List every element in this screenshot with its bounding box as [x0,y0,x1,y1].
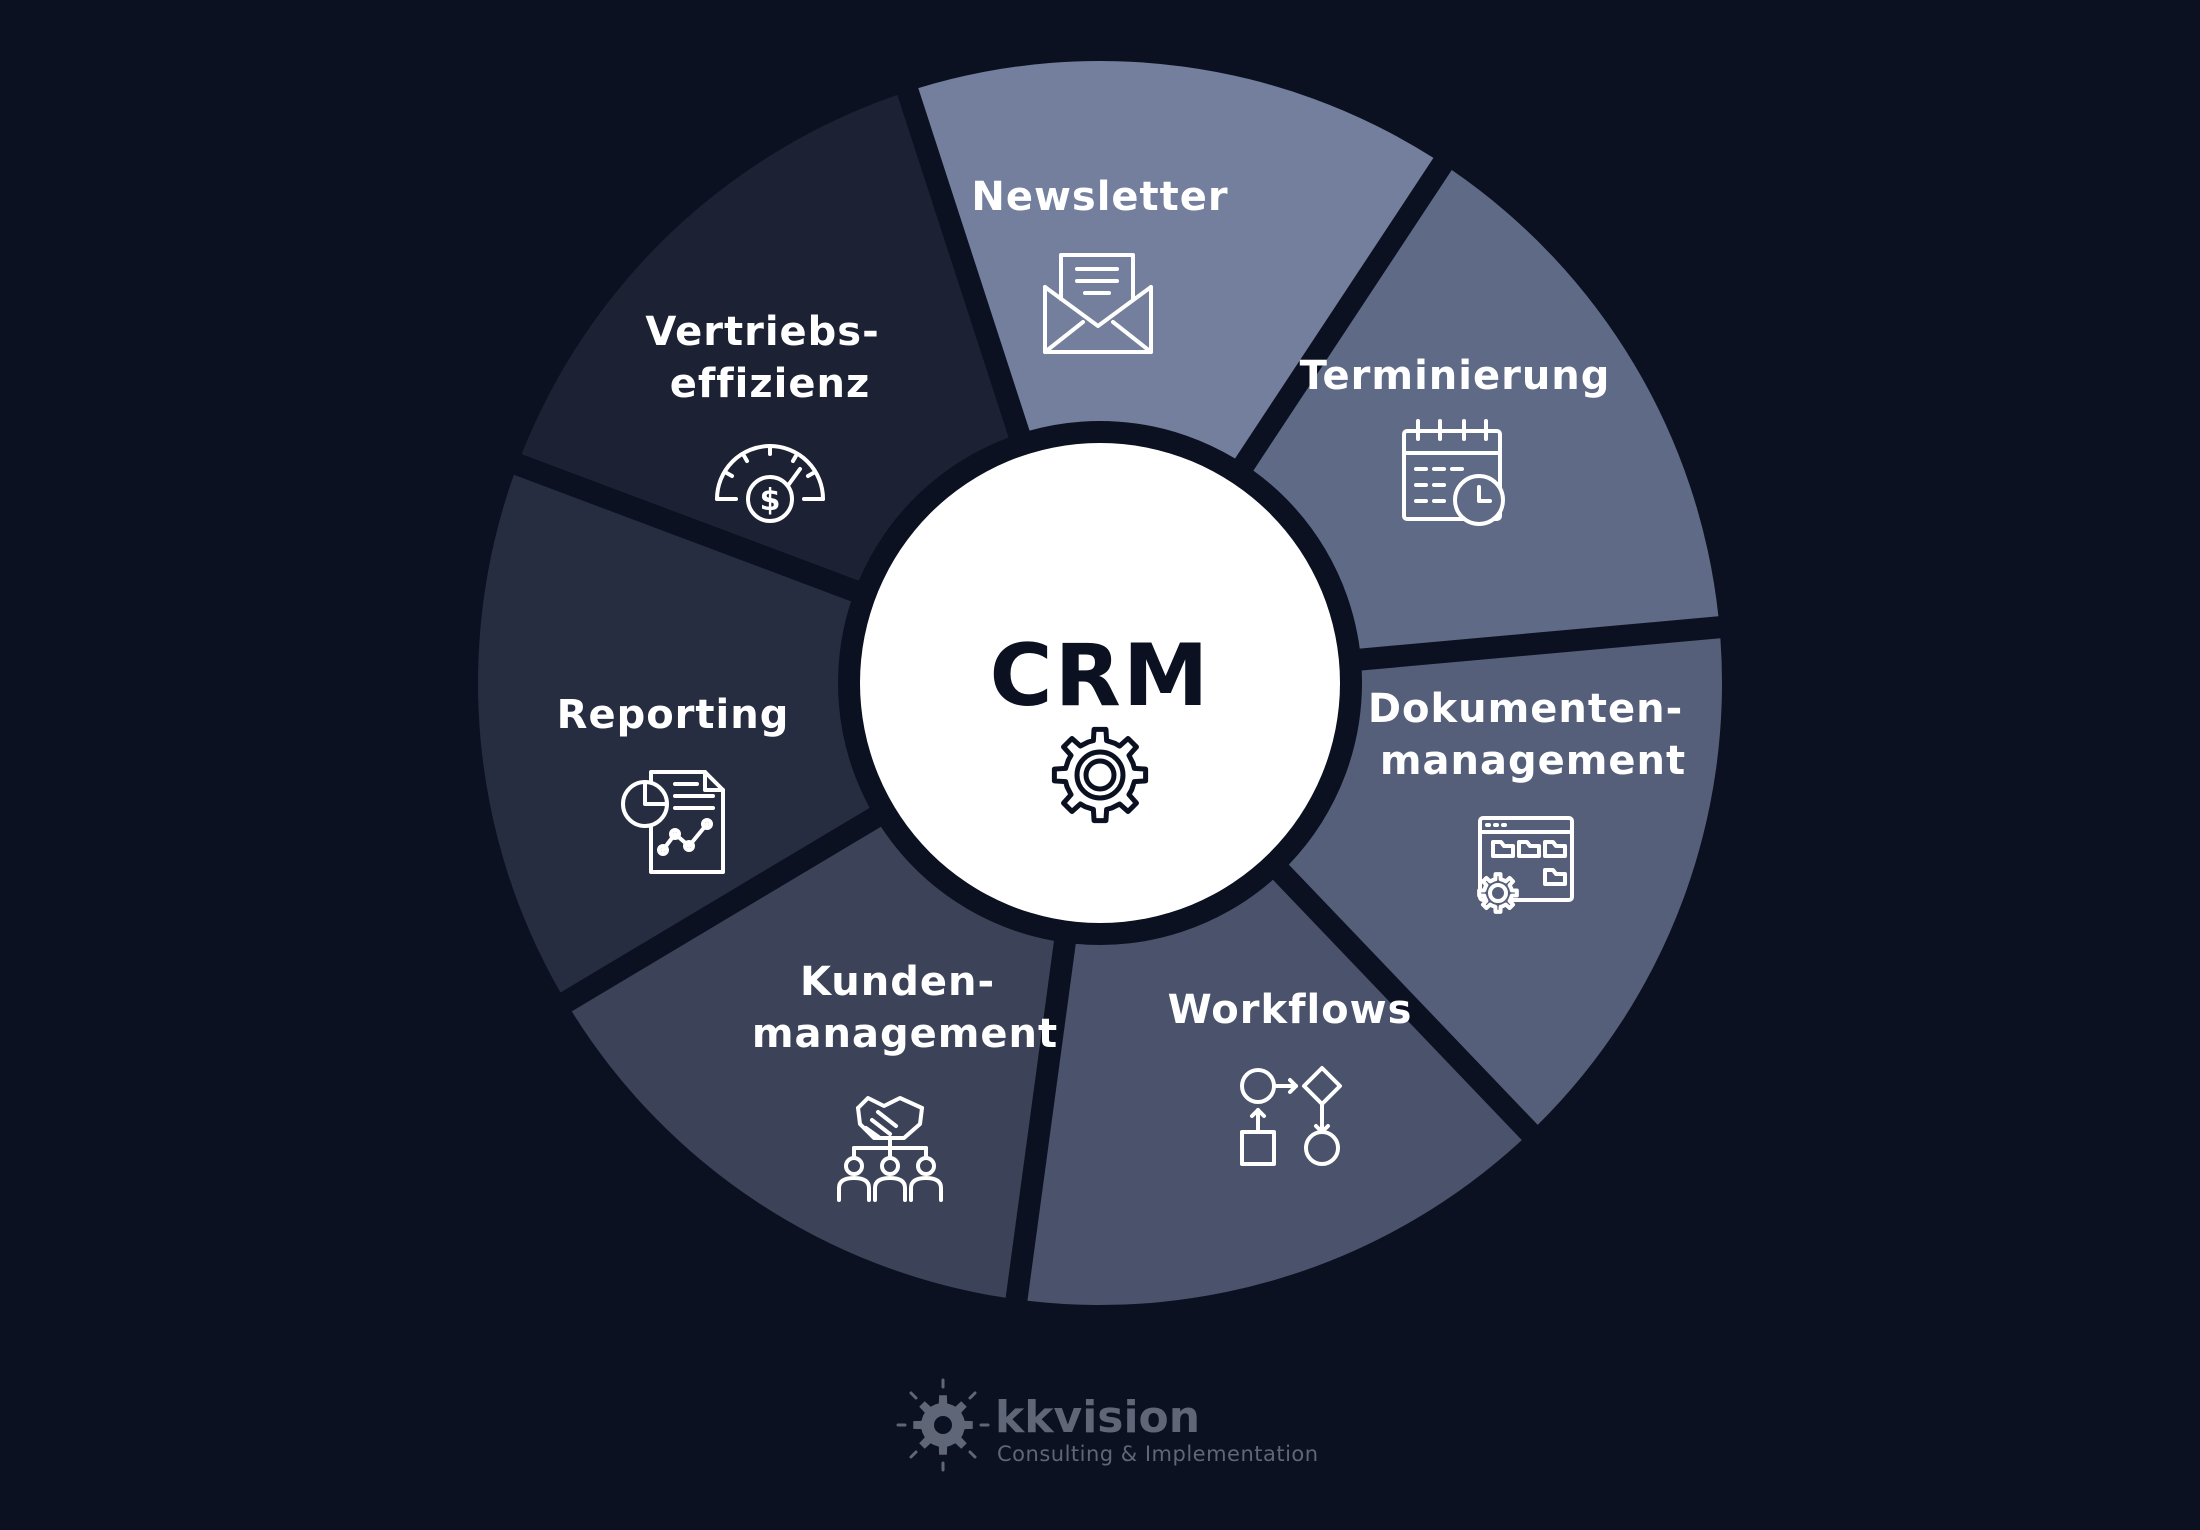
calendar-clock-icon [1402,419,1505,526]
envelope-icon [1043,253,1153,354]
label-reporting-line-1: Reporting [557,692,790,738]
segment-labels: Newsletter Terminierung Dokumenten- mana… [557,174,1698,1057]
label-newsletter-line-1: Newsletter [971,174,1228,220]
segment-reporting [478,474,870,993]
label-dokumentenmanagement: Dokumenten- management [1368,686,1698,784]
brand-tagline: Consulting & Implementation [997,1442,1319,1466]
segment-vertriebseffizienz [521,94,1009,581]
handshake-team-icon [837,1096,943,1202]
segment-terminierung [1253,170,1719,649]
label-kundenmanagement-line-1: Kunden- [800,959,995,1005]
gear-logo-icon [896,1378,990,1472]
label-vertriebseffizienz-line-1: Vertriebs- [645,309,879,355]
label-newsletter: Newsletter [971,174,1228,220]
folder-gear-icon [1477,816,1574,914]
label-vertriebseffizienz: Vertriebs- effizienz [645,309,894,407]
report-chart-icon [621,770,725,874]
workflow-icon [1240,1066,1342,1166]
label-terminierung: Terminierung [1300,353,1611,399]
center-title: CRM [990,626,1211,726]
svg-text:$: $ [760,483,781,518]
gear-icon [1051,726,1149,824]
label-terminierung-line-1: Terminierung [1300,353,1611,399]
label-workflows-line-1: Workflows [1168,987,1413,1033]
label-vertriebseffizienz-line-2: effizienz [670,361,871,407]
label-kundenmanagement-line-2: management [752,1011,1058,1057]
label-reporting: Reporting [557,692,790,738]
label-dokumentenmanagement-line-2: management [1380,738,1686,784]
center-circle [860,443,1340,923]
segment-newsletter [918,60,1434,459]
speedometer-dollar-icon: $ [715,444,825,523]
label-workflows: Workflows [1168,987,1413,1033]
label-kundenmanagement: Kunden- management [752,959,1058,1057]
brand-name: kkvision [995,1392,1200,1443]
label-dokumentenmanagement-line-1: Dokumenten- [1368,686,1683,732]
brand-logo: kkvision Consulting & Implementation [896,1378,1319,1472]
